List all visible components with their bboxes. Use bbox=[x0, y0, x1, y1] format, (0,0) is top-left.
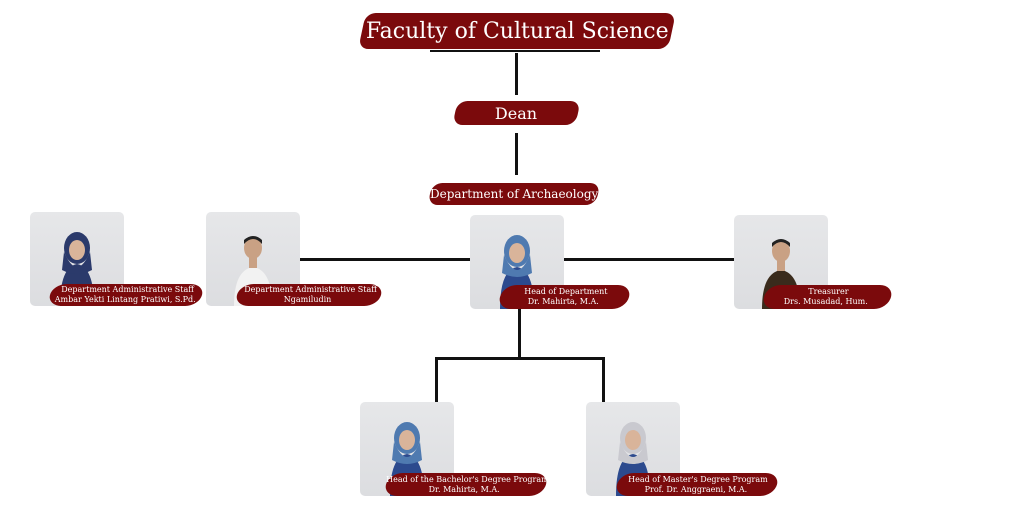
person-role: Head of the Bachelor's Degree Program bbox=[385, 474, 549, 484]
person-name: Prof. Dr. Anggraeni, M.A. bbox=[644, 484, 748, 494]
connector bbox=[518, 309, 521, 359]
person-name: Drs. Musadad, Hum. bbox=[784, 297, 869, 306]
person-role: Head of Department bbox=[524, 287, 608, 296]
title-banner: Faculty of Cultural Science bbox=[358, 13, 676, 49]
person-role: Treasurer bbox=[808, 287, 849, 296]
department-label: Department of Archaeology bbox=[429, 187, 599, 201]
dean-banner: Dean bbox=[452, 101, 581, 125]
department-banner: Department of Archaeology bbox=[427, 183, 601, 205]
person-name: Dr. Mahirta, M.A. bbox=[527, 297, 599, 306]
person-name: Ngamiludin bbox=[283, 295, 332, 304]
connector bbox=[602, 357, 605, 402]
person-role: Department Administrative Staff bbox=[243, 285, 377, 294]
connector bbox=[435, 357, 605, 360]
connector bbox=[515, 133, 518, 175]
connector bbox=[515, 53, 518, 95]
connector bbox=[435, 357, 438, 402]
connector bbox=[564, 258, 734, 261]
dean-label: Dean bbox=[495, 103, 538, 123]
person-role: Head of Master's Degree Program bbox=[628, 474, 769, 484]
title: Faculty of Cultural Science bbox=[365, 18, 669, 44]
person-role: Department Administrative Staff bbox=[60, 285, 194, 294]
person-name: Dr. Mahirta, M.A. bbox=[429, 484, 501, 494]
connector bbox=[430, 50, 600, 52]
person-name: Ambar Yekti Lintang Pratiwi, S.Pd. bbox=[54, 295, 196, 304]
connector bbox=[300, 258, 470, 261]
